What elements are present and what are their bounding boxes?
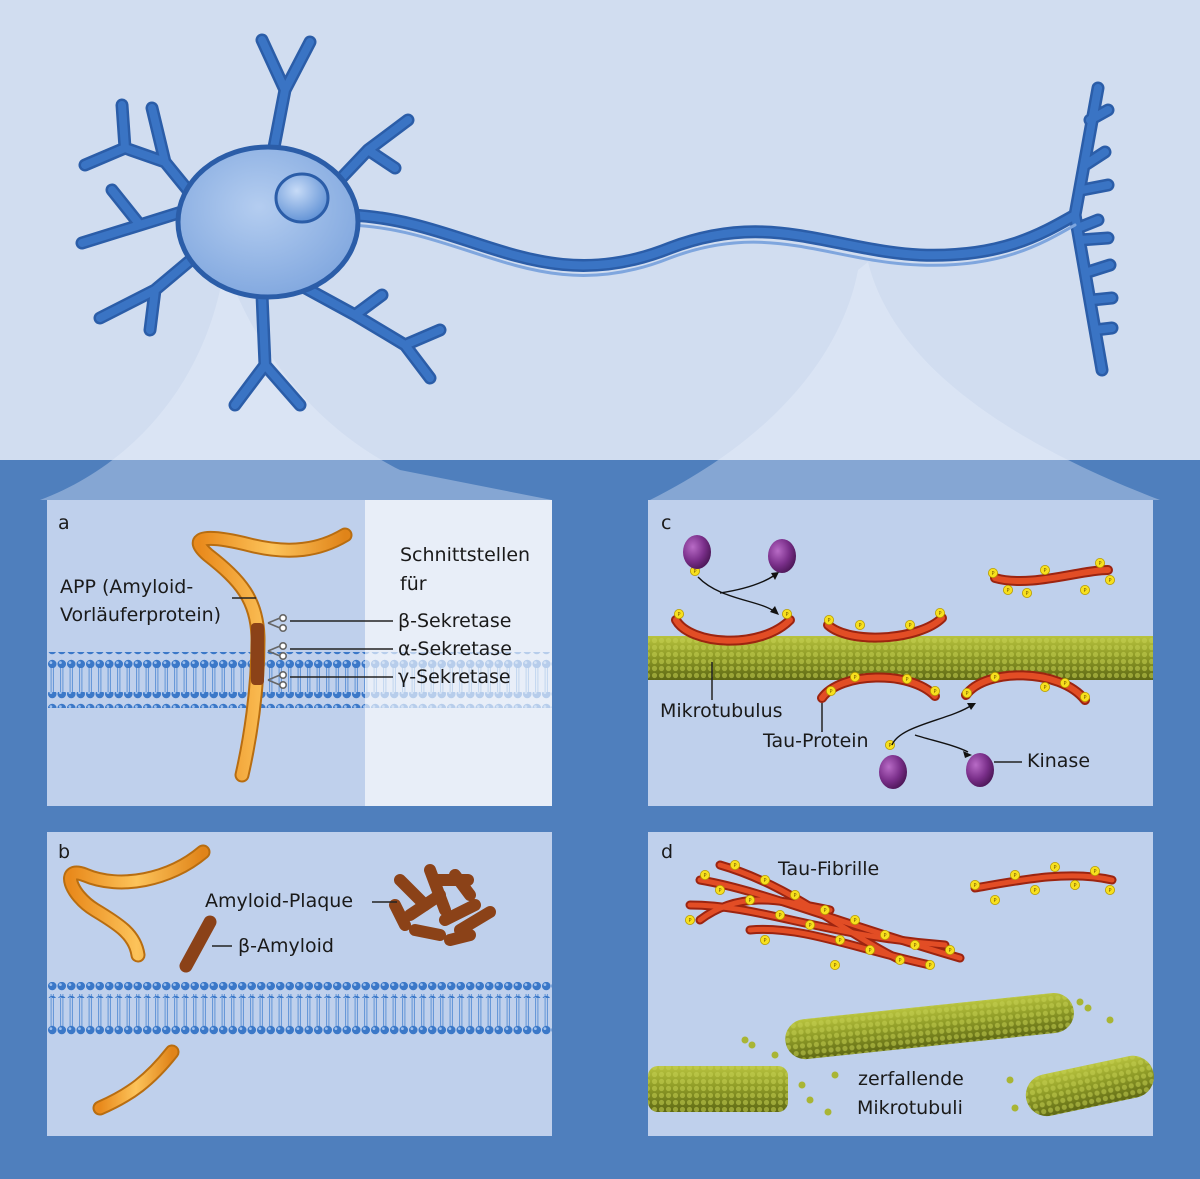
panel-d-letter: d [661, 841, 673, 863]
panel-a: a APP (Amyloid- Vorläuferprotein) Schnit… [47, 500, 552, 806]
kinases-c [683, 535, 994, 789]
panel-b: b Amyloid-Plaque β-Amyloid [47, 832, 552, 1136]
amyloid-plaque-label: Amyloid-Plaque [205, 890, 353, 912]
beta-amyloid-segment [251, 623, 264, 685]
app-label-line2: Vorläuferprotein) [60, 604, 221, 626]
neuron [75, 33, 1119, 412]
amyloid-plaque [389, 864, 496, 946]
membrane-b [47, 982, 552, 1038]
panel-a-letter: a [58, 512, 70, 534]
cut-sites-line2: für [400, 573, 427, 595]
kinase-label: Kinase [1027, 750, 1090, 772]
microtubule-label: Mikrotubulus [660, 700, 783, 722]
microtubules-d [648, 992, 1154, 1117]
neuron-nucleus [274, 172, 330, 224]
beta-amyloid-label: β-Amyloid [238, 935, 334, 957]
decaying-microtubules-line2: Mikrotubuli [857, 1097, 963, 1119]
membrane-a [47, 652, 552, 708]
beta-amyloid-piece [179, 915, 217, 973]
app-label-line1: APP (Amyloid- [60, 576, 193, 598]
panel-b-letter: b [58, 841, 70, 863]
zoom-cone-right [650, 262, 1160, 500]
tau-fibril-label: Tau-Fibrille [777, 858, 879, 880]
beta-secretase-label: β-Sekretase [398, 610, 512, 632]
cut-sites-line1: Schnittstellen [400, 544, 530, 566]
alpha-secretase-label: α-Sekretase [398, 638, 512, 660]
zoom-cone-left [40, 278, 552, 500]
tau-protein-label: Tau-Protein [762, 730, 869, 752]
panel-c: c Mikrotubulus Tau-Protein Kinase [648, 500, 1153, 806]
scissors-icons [267, 613, 287, 689]
decaying-microtubules-line1: zerfallende [858, 1068, 964, 1090]
gamma-secretase-label: γ-Sekretase [398, 666, 511, 688]
tubulin-debris [741, 998, 1114, 1116]
neuron-soma [175, 144, 361, 300]
panel-c-letter: c [661, 512, 671, 534]
arrows-c [697, 574, 973, 753]
panel-d: d Tau-Fibrille zerfallende Mikrotubuli [648, 832, 1154, 1136]
tau-fibril [685, 860, 1117, 970]
